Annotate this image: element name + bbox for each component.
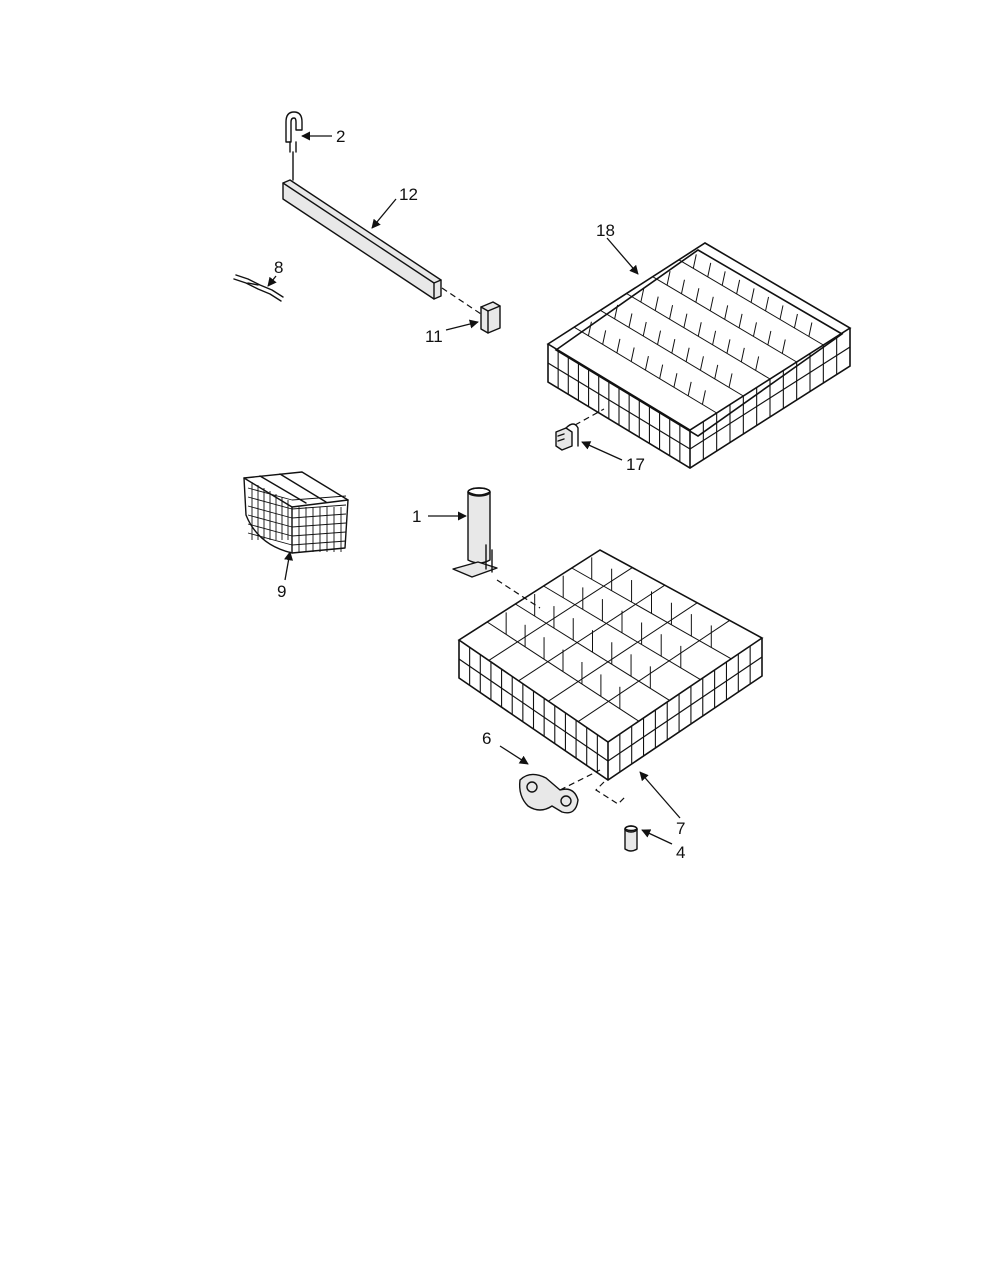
part-7-lower-rack [457,549,764,805]
wire [680,279,685,294]
leader-4 [641,829,673,845]
wire [687,381,692,396]
wire [458,658,609,762]
wire [755,356,760,371]
wire [642,321,647,337]
callout-18: 18 [596,221,615,240]
wire [291,522,347,528]
wire [712,330,717,345]
rack-18-wires [547,336,851,462]
wire [291,513,347,519]
leader-6 [499,745,529,765]
leader-9 [284,551,294,581]
wire [736,279,741,295]
wire [740,347,745,363]
part-12-rail [282,179,485,317]
part-11-end-stop [480,301,501,334]
callout-6: 6 [482,729,491,748]
wire [548,602,698,702]
wire [697,322,702,337]
wire [616,338,621,354]
wire [765,296,770,312]
wire [714,364,719,379]
callout-9: 9 [277,582,286,601]
callout-7: 7 [676,819,685,838]
wire [654,296,659,311]
wire [695,288,700,303]
wire [587,321,592,336]
wire [689,346,851,450]
rack-7-wires [458,646,763,773]
wire [291,540,347,546]
wire [692,254,697,269]
wire [607,656,763,762]
wire [752,322,757,337]
wire [726,339,731,354]
wire [699,356,704,371]
callout-2: 2 [336,127,345,146]
rack-18-tines [573,254,824,414]
part-17-rack-clip [555,408,605,451]
part-6-wheel-bracket [518,769,601,814]
wire [614,304,619,320]
leader-17 [581,441,623,461]
wire [701,390,706,405]
part-18-upper-rack [546,242,852,469]
leader-11 [445,319,479,331]
wire [291,531,347,537]
wire [518,584,666,682]
callout-4: 4 [676,843,685,862]
rack-7-floor [486,557,732,723]
wire [678,259,824,346]
wire [808,322,813,337]
part-1-tube [452,487,541,609]
wire [721,271,726,286]
wire [673,373,678,388]
wire [709,296,714,311]
leader-7 [639,771,681,819]
leader-18 [606,237,639,275]
part-2-hook-clip [285,111,303,181]
wire [793,313,798,329]
part-4-roller [624,825,638,852]
wire [640,287,645,303]
leader-8 [267,275,277,287]
wire [728,373,733,388]
callout-1: 1 [412,507,421,526]
wire [724,305,729,320]
leader-12 [371,198,397,229]
wire [291,504,347,510]
wire [630,347,635,362]
basket-9-grid [247,482,347,552]
wire [602,330,607,345]
wire [600,309,744,397]
wire [767,330,772,346]
part-8-spring-clip [233,274,284,302]
wire [291,495,347,501]
wire [488,567,633,661]
callout-8: 8 [274,258,283,277]
wire [669,305,674,320]
wire [781,339,786,354]
wire [666,271,671,286]
callout-11: 11 [425,327,443,346]
wire [657,330,662,345]
wire [547,362,691,450]
wire [707,262,712,277]
wire [683,313,688,328]
wire [644,355,649,371]
wire [738,313,743,328]
wire [685,347,690,362]
callout-12: 12 [399,185,418,204]
wire [750,288,755,303]
wire [779,305,784,320]
wire [659,364,664,379]
callout-17: 17 [626,455,645,474]
wire [628,313,633,328]
part-9-silverware-basket [243,471,349,554]
wire [671,339,676,354]
wire [577,619,730,723]
